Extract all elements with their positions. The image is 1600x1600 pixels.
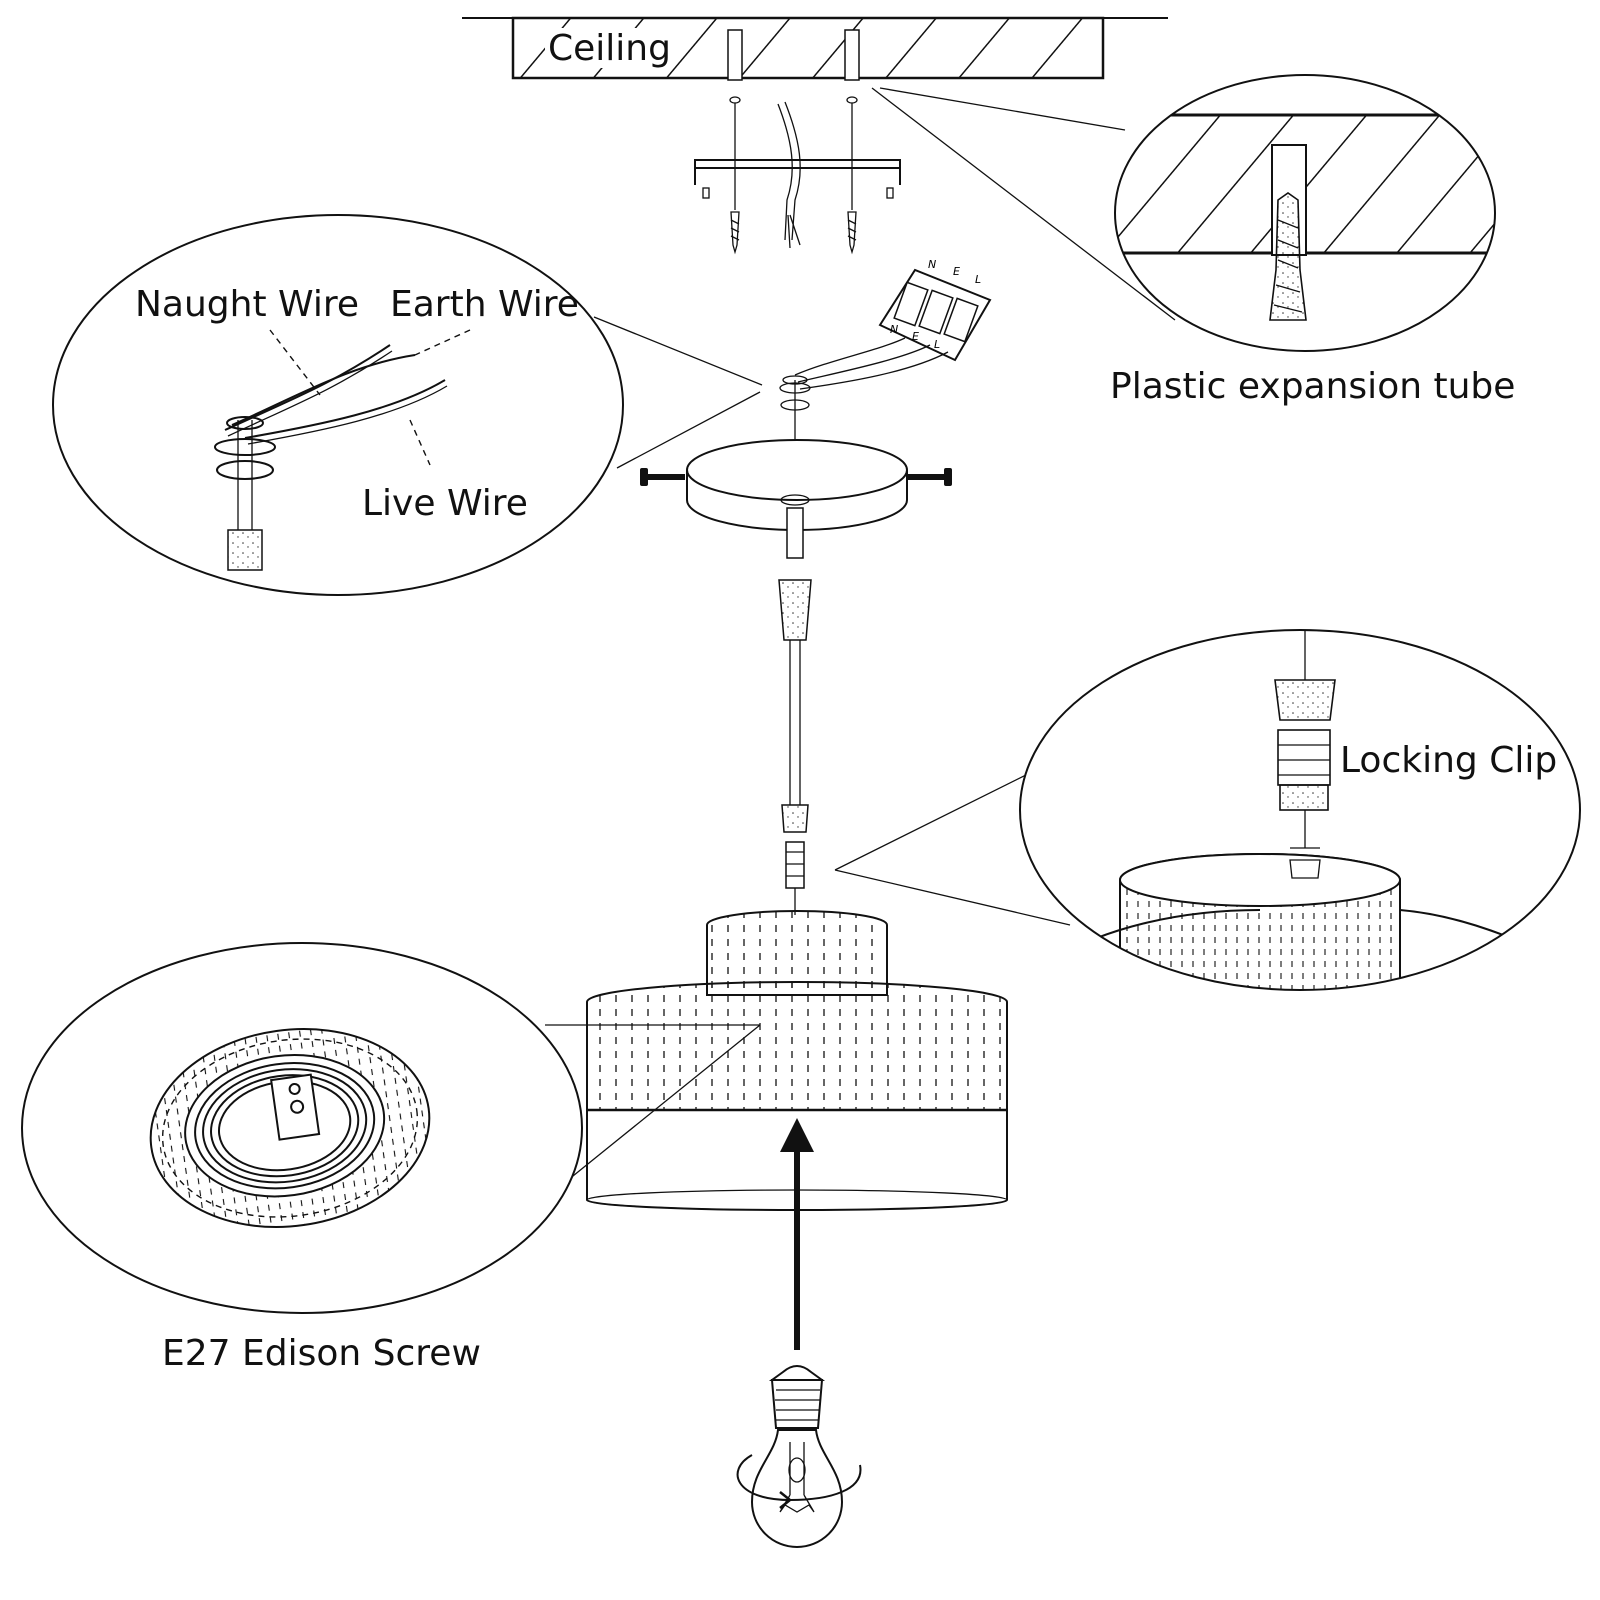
arrow-up-icon [780, 1118, 814, 1350]
ceiling-label: Ceiling [548, 28, 671, 69]
supply-cable [777, 101, 801, 249]
screw-icon [730, 211, 740, 255]
callout-expansion-tube: Plastic expansion tube [871, 74, 1515, 407]
live-wire-label: Live Wire [362, 483, 528, 524]
canopy-side-screw-right [908, 468, 952, 486]
e27-edison-screw-label: E27 Edison Screw [162, 1333, 481, 1374]
terminal-block: N E L N E L [794, 258, 992, 390]
light-bulb-icon [750, 1365, 844, 1548]
ceiling: Ceiling [462, 16, 1168, 81]
callout-locking-clip: Locking Clip [834, 629, 1581, 991]
plastic-expansion-tube-label: Plastic expansion tube [1110, 366, 1515, 407]
rotate-arrow-icon [736, 1454, 862, 1509]
terminal-letter-n: N [890, 323, 898, 336]
earth-wire-label: Earth Wire [390, 284, 579, 325]
terminal-letter-e: E [912, 330, 919, 343]
terminal-letter-l: L [934, 338, 940, 351]
locking-clip-label: Locking Clip [1340, 740, 1557, 781]
terminal-letter-e: E [953, 265, 960, 278]
screw-icon [847, 211, 857, 255]
pendant-cord [778, 507, 812, 915]
expansion-anchor-icon [1269, 192, 1307, 321]
canopy-side-screw-left [640, 468, 685, 486]
mounting-bracket [694, 96, 901, 210]
callout-wiring: Naught Wire Earth Wire Live Wire [52, 214, 763, 596]
callout-e27-screw: E27 Edison Screw [21, 942, 761, 1374]
naught-wire-label: Naught Wire [135, 284, 359, 325]
canopy [686, 375, 908, 531]
terminal-letter-l: L [975, 273, 981, 286]
terminal-letter-n: N [928, 258, 936, 271]
